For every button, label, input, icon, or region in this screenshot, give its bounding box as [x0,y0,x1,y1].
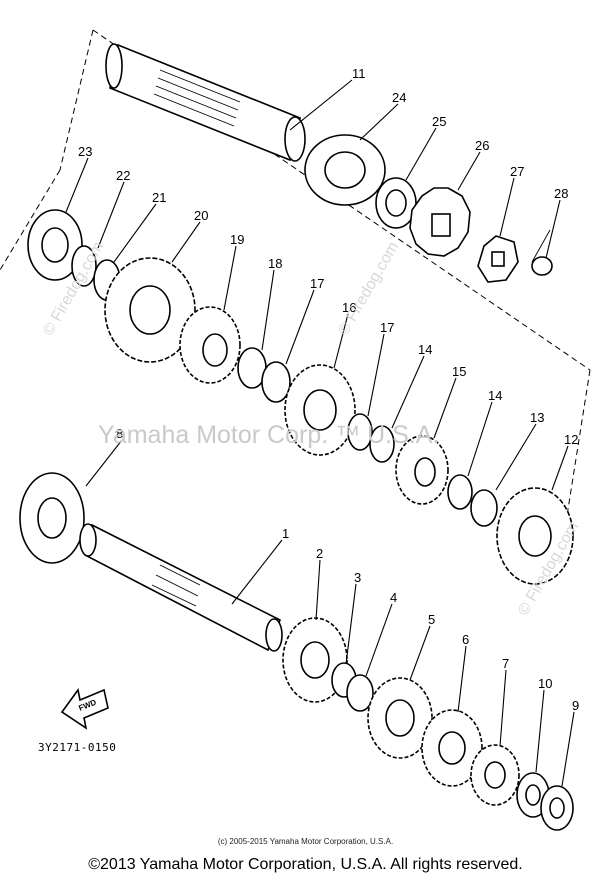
washer-4 [346,674,374,712]
gear-16 [284,364,356,456]
gear-19 [179,306,241,384]
watermark-center: Yamaha Motor Corp. ™ U.S.A. [98,421,440,449]
part-label-17b: 17 [380,320,394,335]
circlip-13 [470,489,498,527]
part-label-5: 5 [428,612,435,627]
washer-14a [369,425,395,463]
circlip-17b [347,413,373,451]
part-label-3: 3 [354,570,361,585]
bearing-23 [27,209,83,281]
part-label-16: 16 [342,300,356,315]
drive-sprocket-26 [409,187,471,257]
bearing-8 [19,472,85,564]
part-label-2: 2 [316,546,323,561]
washer-22 [71,245,97,287]
copyright-notice: ©2013 Yamaha Motor Corporation, U.S.A. A… [88,856,523,873]
part-label-19: 19 [230,232,244,247]
part-label-20: 20 [194,208,208,223]
main-axle-shaft [105,43,306,162]
part-label-15: 15 [452,364,466,379]
part-label-23: 23 [78,144,92,159]
gear-20 [104,257,196,363]
copyright-small: (c) 2005-2015 Yamaha Motor Corporation, … [217,837,394,846]
part-label-1: 1 [282,526,289,541]
gear-2 [282,617,348,703]
part-label-8: 8 [116,426,123,441]
part-label-12: 12 [564,432,578,447]
part-label-14a: 14 [418,342,432,357]
part-label-14b: 14 [488,388,502,403]
leader-lines [65,79,575,787]
part-label-17a: 17 [310,276,324,291]
circlip-17a [261,361,291,403]
part-label-22: 22 [116,168,130,183]
washer-14b [447,474,473,510]
collar-9 [540,785,574,831]
gear-12 [496,487,574,585]
part-label-18: 18 [268,256,282,271]
part-label-25: 25 [432,114,446,129]
part-label-9: 9 [572,698,579,713]
part-label-26: 26 [475,138,489,153]
part-label-24: 24 [392,90,406,105]
gear-6 [421,709,483,787]
part-label-7: 7 [502,656,509,671]
part-label-11: 11 [352,66,366,81]
part-labels: 11 24 25 26 27 28 23 22 21 20 19 18 17 1… [78,66,579,713]
part-label-21: 21 [152,190,166,205]
diagram-reference-code: 3Y2171-0150 [38,741,117,754]
part-label-28: 28 [554,186,568,201]
oil-seal-25 [375,177,417,229]
gear-7 [470,744,520,806]
drive-axle-shaft [79,523,283,652]
gear-5 [367,677,433,759]
forward-arrow-icon: FWD [60,688,109,730]
part-label-4: 4 [390,590,397,605]
part-label-27: 27 [510,164,524,179]
part-label-10: 10 [538,676,552,691]
part-label-6: 6 [462,632,469,647]
part-label-13: 13 [530,410,544,425]
lock-washer-27 [477,235,519,283]
bearing-24 [304,134,386,206]
gear-15 [395,435,449,505]
bolt-28 [531,229,553,276]
